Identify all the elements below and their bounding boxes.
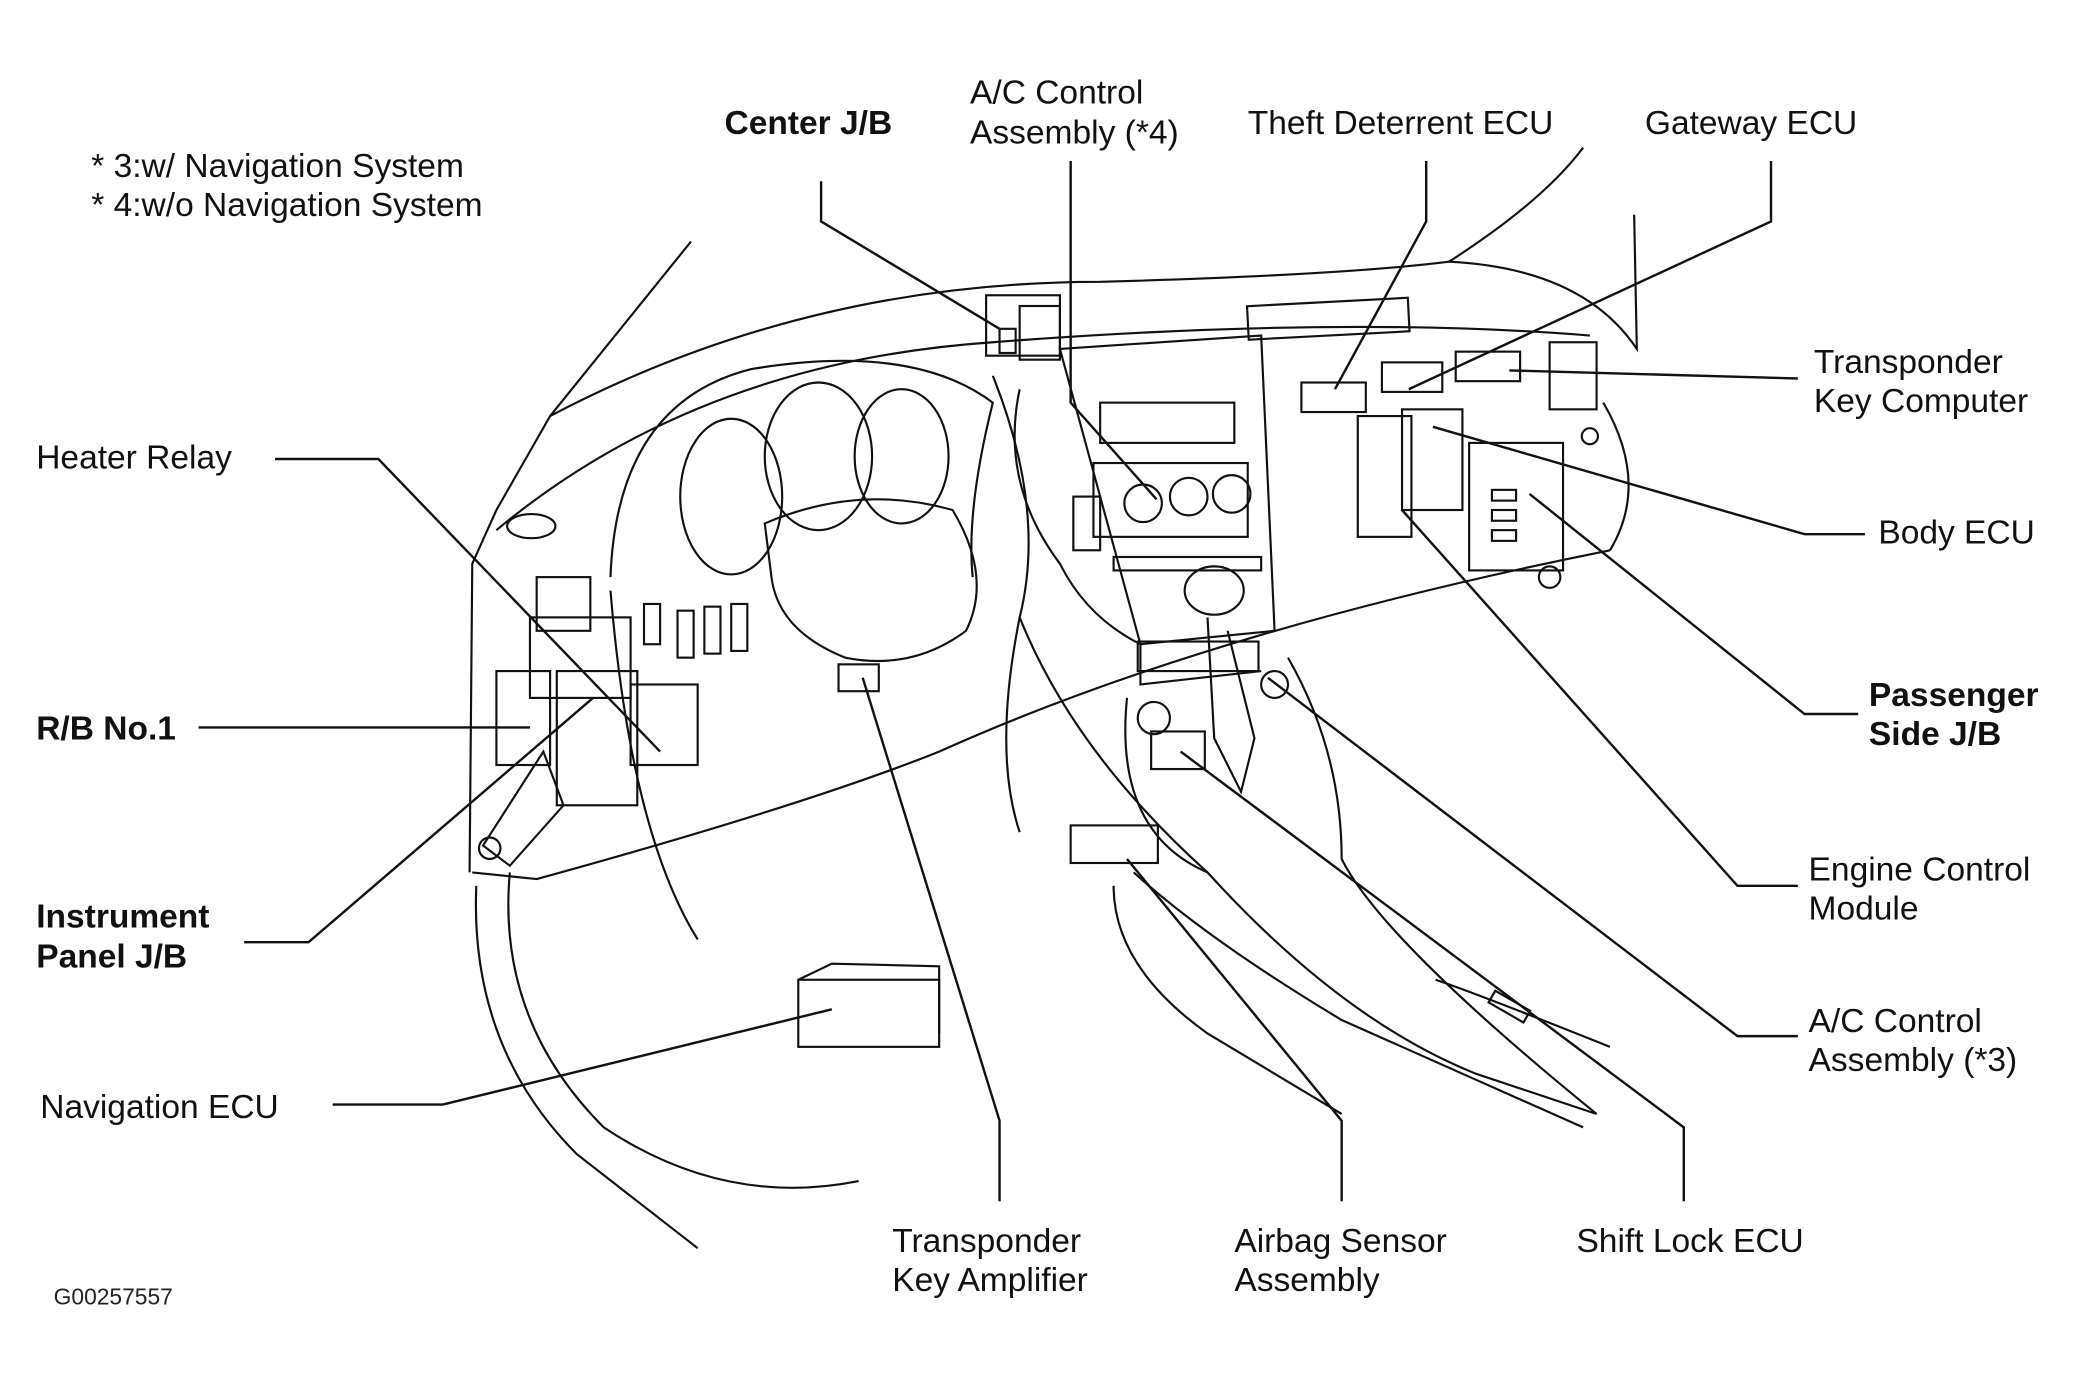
figure-code: G00257557 — [54, 1284, 173, 1310]
label-airbag-sensor-line1: Airbag Sensor — [1234, 1223, 1446, 1260]
label-heater-relay: Heater Relay — [36, 439, 232, 476]
label-ac-control-3-line1: A/C Control — [1809, 1003, 1982, 1040]
label-body-ecu: Body ECU — [1878, 515, 2035, 552]
label-passenger-side-jb-line2: Side J/B — [1869, 716, 2001, 753]
label-ac-control-4-line1: A/C Control — [970, 74, 1143, 111]
label-transponder-key-computer-line2: Key Computer — [1814, 383, 2028, 420]
label-center-jb: Center J/B — [725, 105, 893, 142]
note-wo-navigation: * 4:w/o Navigation System — [91, 187, 482, 224]
label-transponder-key-amplifier-line1: Transponder — [892, 1223, 1081, 1260]
label-engine-control-module-line2: Module — [1809, 890, 1919, 927]
label-airbag-sensor-line2: Assembly — [1234, 1262, 1380, 1299]
label-ac-control-3-line2: Assembly (*3) — [1809, 1042, 2018, 1079]
label-instrument-panel-jb-line2: Panel J/B — [36, 939, 187, 976]
label-engine-control-module-line1: Engine Control — [1809, 851, 2031, 888]
label-rb-no1: R/B No.1 — [36, 711, 176, 748]
leader-lines — [198, 161, 1865, 1202]
note-w-navigation: * 3:w/ Navigation System — [91, 148, 464, 185]
label-navigation-ecu: Navigation ECU — [40, 1089, 279, 1126]
dashboard-illustration — [468, 146, 1638, 1250]
label-transponder-key-computer-line1: Transponder — [1814, 344, 2003, 381]
label-transponder-key-amplifier-line2: Key Amplifier — [892, 1262, 1088, 1299]
label-shift-lock-ecu: Shift Lock ECU — [1576, 1223, 1803, 1260]
label-passenger-side-jb-line1: Passenger — [1869, 677, 2039, 714]
label-gateway-ecu: Gateway ECU — [1645, 105, 1857, 142]
label-instrument-panel-jb-line1: Instrument — [36, 898, 209, 935]
label-ac-control-4-line2: Assembly (*4) — [970, 115, 1179, 152]
label-theft-deterrent-ecu: Theft Deterrent ECU — [1248, 105, 1554, 142]
